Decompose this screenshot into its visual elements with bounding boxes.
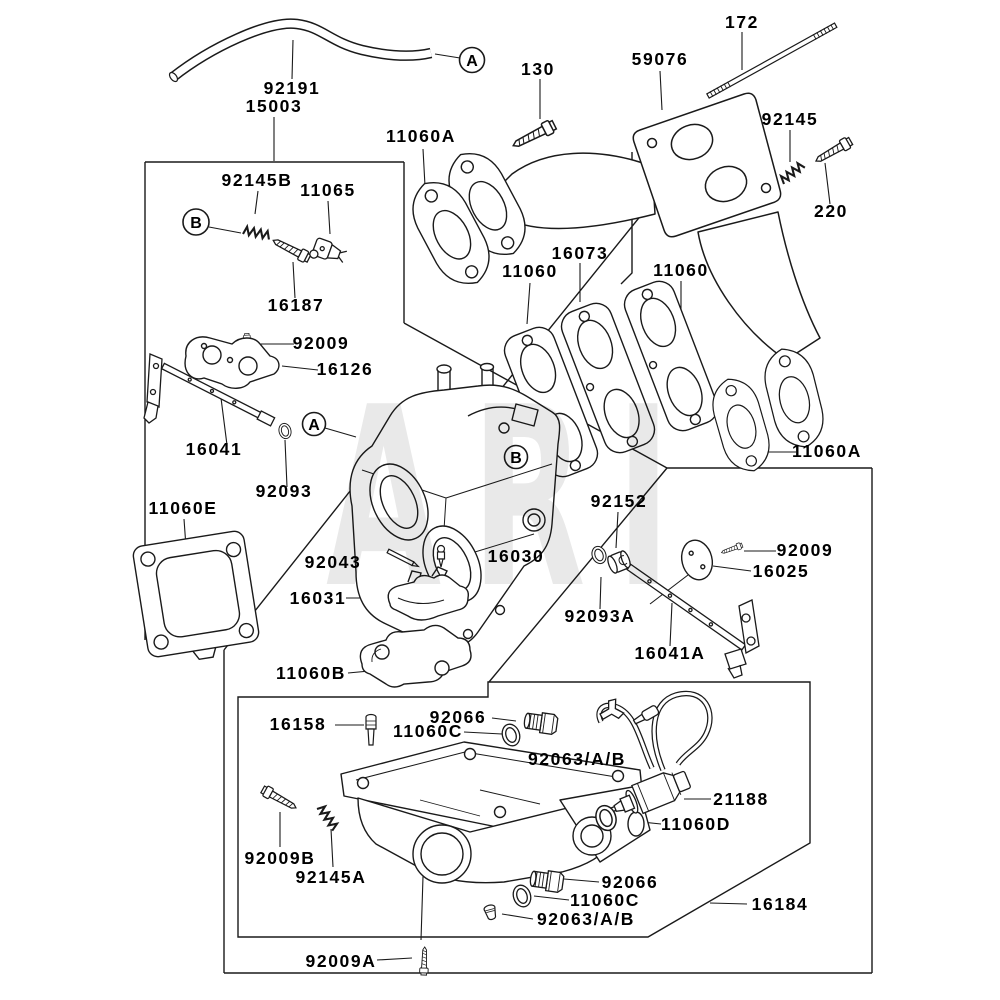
gasket-11060b-drawing — [359, 624, 472, 688]
label-11060-right: 11060 — [653, 260, 709, 280]
label-220: 220 — [814, 201, 848, 221]
spring-92145a-drawing — [315, 803, 340, 832]
callout-a-mid: A — [301, 411, 327, 437]
label-92009b: 92009B — [245, 848, 316, 868]
label-11060c-1: 11060C — [393, 721, 463, 741]
manifold-59076-drawing — [436, 92, 831, 454]
gasket-11060a-bottom-drawing — [705, 372, 777, 478]
label-92066-1: 92066 — [430, 707, 487, 727]
gasket-11060e-drawing — [132, 530, 260, 661]
label-16025: 16025 — [753, 561, 810, 581]
label-16126: 16126 — [317, 359, 374, 379]
hose-92191-drawing — [168, 18, 433, 83]
label-11060d: 11060D — [661, 814, 731, 834]
valve-11065-drawing — [309, 237, 347, 263]
callout-b-left-letter: B — [190, 215, 202, 232]
stud-172-drawing — [706, 22, 838, 99]
bolt-130-drawing — [509, 117, 559, 153]
label-92009a: 92009A — [306, 951, 377, 971]
label-92009-right: 92009 — [777, 540, 834, 560]
shaft-16041-drawing — [143, 353, 276, 427]
label-11060-left: 11060 — [502, 261, 558, 281]
label-16031: 16031 — [290, 588, 347, 608]
watermark-text: ARI — [326, 355, 701, 644]
watermark: ARI — [326, 355, 701, 644]
washer-92093-drawing — [276, 421, 294, 441]
jet-92063-2-drawing — [482, 903, 499, 922]
part-labels: 92191 15003 130 59076 172 92145 220 1106… — [149, 12, 862, 971]
callout-b-mid-letter: B — [510, 450, 522, 467]
callout-b-mid: B — [503, 444, 529, 470]
callout-a-top: A — [458, 46, 486, 74]
label-16184: 16184 — [752, 894, 809, 914]
label-16073: 16073 — [552, 243, 609, 263]
label-11060e: 11060E — [149, 498, 218, 518]
needle-16030-drawing — [436, 544, 446, 568]
solenoid-21188-drawing — [596, 690, 713, 816]
oring-11060c-1-drawing — [498, 721, 524, 749]
label-92043: 92043 — [305, 552, 362, 572]
label-92191: 92191 — [264, 78, 321, 98]
float-bowl-assembly-drawing — [340, 741, 651, 884]
screw-220-drawing — [812, 135, 855, 167]
label-16187: 16187 — [268, 295, 325, 315]
plate-16126-drawing — [184, 336, 280, 389]
label-11060c-2: 11060C — [570, 890, 640, 910]
bolt-92009a-drawing — [419, 946, 430, 976]
label-92063-2: 92063/A/B — [537, 909, 635, 929]
label-92066-2: 92066 — [602, 872, 659, 892]
label-92145a: 92145A — [296, 867, 367, 887]
screw-92009b-drawing — [259, 783, 300, 814]
oring-11060c-2-drawing — [509, 882, 535, 910]
label-92009-left: 92009 — [293, 333, 350, 353]
callout-a-top-letter: A — [466, 53, 478, 70]
detail-box-lines — [144, 149, 873, 974]
label-11060a-top: 11060A — [386, 126, 456, 146]
float-16031-drawing — [387, 566, 470, 621]
callout-b-left: B — [182, 208, 210, 236]
spring-92145-drawing — [778, 160, 806, 186]
label-92152: 92152 — [591, 491, 648, 511]
label-92093a: 92093A — [565, 606, 636, 626]
label-21188: 21188 — [713, 789, 769, 809]
label-92093: 92093 — [256, 481, 313, 501]
label-172: 172 — [725, 12, 759, 32]
label-11060b: 11060B — [276, 663, 346, 683]
throttle-plate-16025-drawing — [680, 539, 714, 581]
label-16041a: 16041A — [635, 643, 706, 663]
label-130: 130 — [521, 59, 555, 79]
label-16030: 16030 — [488, 546, 545, 566]
jet-16158-drawing — [365, 713, 377, 746]
label-11060a-bottom: 11060A — [792, 441, 862, 461]
plug-92066-1-drawing — [522, 709, 559, 736]
rod-92043-drawing — [386, 548, 420, 568]
callout-a-mid-letter: A — [308, 417, 320, 434]
screw-16187-drawing — [269, 234, 313, 265]
label-11065: 11065 — [300, 180, 356, 200]
label-16041: 16041 — [186, 439, 243, 459]
screw-92009-right-drawing — [720, 541, 744, 557]
label-59076: 59076 — [632, 49, 689, 69]
label-92145: 92145 — [762, 109, 819, 129]
label-92063-1: 92063/A/B — [528, 749, 626, 769]
shaft-16041a-drawing — [626, 563, 760, 679]
label-16158: 16158 — [270, 714, 327, 734]
spring-92145b-drawing — [241, 225, 272, 241]
label-92145b: 92145B — [222, 170, 293, 190]
label-15003: 15003 — [246, 96, 303, 116]
